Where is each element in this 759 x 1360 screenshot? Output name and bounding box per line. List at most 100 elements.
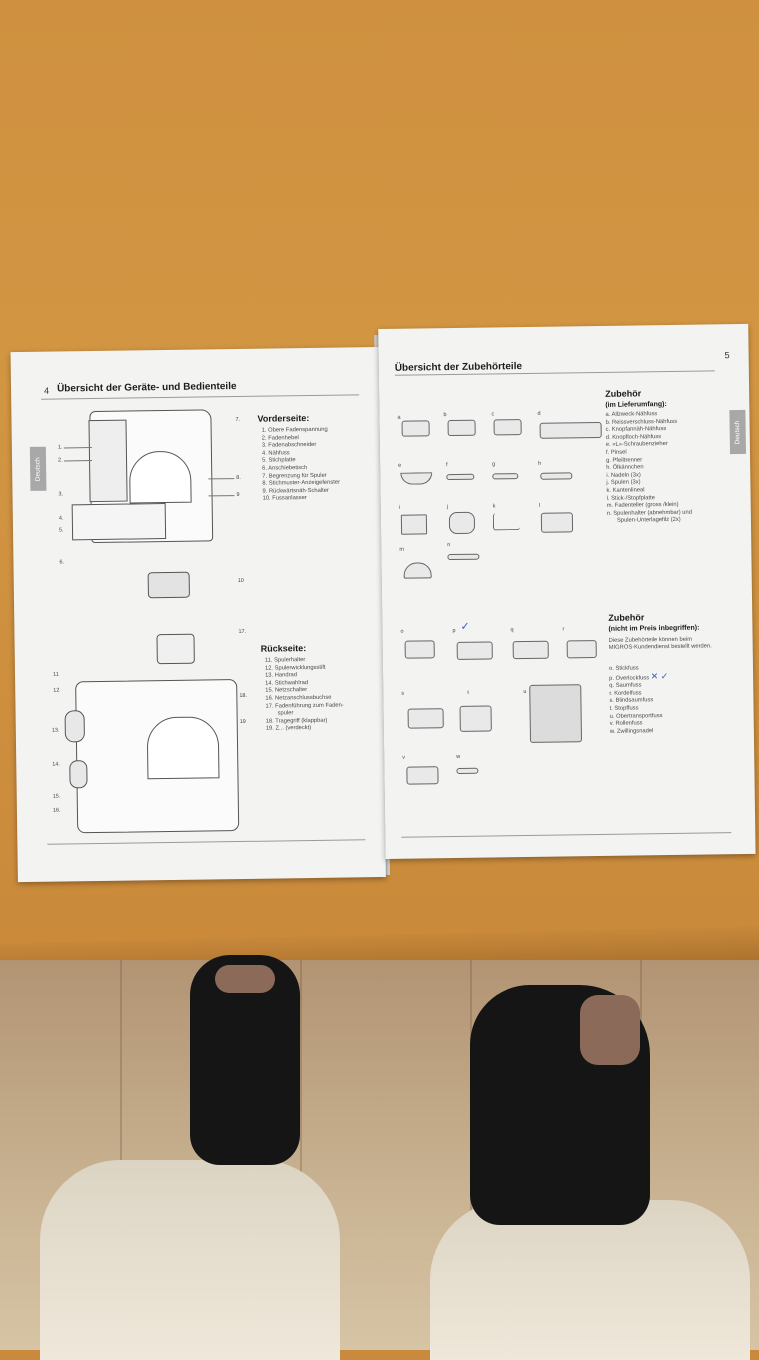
blind-hem-foot-icon (407, 708, 444, 729)
callout-2: 2. (57, 457, 63, 464)
language-tab-right: Deutsch (729, 409, 747, 455)
list-item: Spulen-Unterlagefilz (2x) (616, 517, 681, 525)
list-item: 19. Z... (verdeckt) (265, 725, 312, 732)
seam-ripper-icon (492, 473, 519, 480)
acc-letter-l: l (538, 502, 540, 509)
buttonhole-foot-icon (539, 421, 602, 439)
needles-icon (400, 514, 428, 535)
back-parts-list: 11. Spulerhalter 12. Spulerwicklungsstif… (265, 657, 344, 734)
acc-letter-b: b (443, 412, 447, 419)
right-footer-rule (401, 832, 732, 838)
left-leg (40, 1160, 340, 1360)
screwdriver-icon (400, 472, 433, 485)
left-toes (215, 965, 275, 993)
callout-12: 12 (53, 687, 60, 694)
leader-line (208, 478, 235, 480)
acc-letter-m: m (399, 546, 404, 553)
zipper-foot-icon (447, 419, 476, 437)
machine-base (71, 503, 167, 541)
list-item: w. Zwillingsnadel (609, 727, 654, 735)
callout-15: 15. (52, 793, 61, 800)
leader-line (63, 447, 92, 449)
darning-plate-icon (540, 512, 574, 533)
page-number-left: 4 (43, 385, 50, 396)
list-item: 1. Obere Fadenspannung (261, 426, 328, 434)
optional-heading: Zubehör (nicht im Preis inbegriffen): (608, 612, 700, 633)
front-heading: Vorderseite: (257, 413, 310, 424)
acc-letter-h: h (538, 460, 542, 467)
all-purpose-foot-icon (401, 420, 430, 437)
callout-1: 1. (57, 444, 63, 451)
sewing-machine-front-illustration (71, 409, 214, 544)
acc-letter-t: t (467, 689, 469, 696)
oil-can-icon (540, 472, 573, 480)
left-title-rule (41, 394, 360, 400)
twin-needle-icon (456, 767, 479, 774)
callout-5: 5. (58, 527, 64, 534)
acc-letter-i: i (398, 504, 401, 511)
list-item: 10. Fussanlasser (262, 495, 307, 503)
callout-17: 17. (238, 628, 247, 636)
right-page-title: Übersicht der Zubehörteile (394, 361, 523, 374)
sewing-machine-back-illustration (64, 679, 240, 834)
embroidery-foot-icon (404, 640, 435, 659)
callout-6: 6. (59, 559, 65, 566)
machine-head (88, 419, 128, 503)
hemming-foot-icon (512, 640, 549, 660)
acc-letter-o: o (400, 628, 404, 635)
front-parts-list: 1. Obere Fadenspannung 2. Fadenhebel 3. … (262, 427, 341, 504)
bobbins-icon (448, 511, 476, 535)
acc-letter-p: p (452, 627, 456, 635)
included-heading: Zubehör (im Lieferumfang): (605, 388, 667, 409)
callout-10: 10 (237, 577, 244, 585)
language-tab-left: Deutsch (29, 446, 47, 491)
acc-letter-n: n (447, 542, 451, 549)
leader-line (64, 460, 93, 462)
foot-pedal-illustration (147, 571, 190, 599)
callout-16: 16. (52, 807, 61, 814)
callout-18: 18. (239, 692, 248, 700)
optional-accessories-list: o. Stickfuss p. Overlockfuss ✕ ✓ q. Saum… (609, 665, 669, 736)
acc-letter-f: f (446, 462, 448, 469)
right-page: Übersicht der Zubehörteile 5 Deutsch a b… (378, 323, 756, 859)
acc-letter-a: a (397, 414, 401, 421)
callout-8: 8. (236, 474, 241, 482)
list-item: p. Overlockfuss ✕ ✓ (609, 670, 669, 682)
acc-letter-v: v (402, 754, 406, 761)
callout-4: 4. (58, 515, 64, 522)
acc-letter-j: j (446, 504, 448, 511)
manual-booklet: 4 Übersicht der Geräte- und Bedienteile … (10, 320, 756, 883)
machine-arm (128, 450, 192, 504)
optional-note: Diese Zubehörteile können beim MIGROS-Ku… (608, 636, 712, 652)
acc-letter-d: d (537, 410, 541, 417)
acc-letter-q: q (510, 627, 514, 634)
roller-foot-icon (406, 766, 439, 785)
brush-icon (446, 473, 475, 481)
handwritten-checkmark: ✓ (460, 620, 470, 633)
callout-9: 9 (236, 491, 240, 499)
list-item: 17. Fadenführung zum Faden- (265, 702, 344, 710)
cording-foot-icon (566, 640, 597, 659)
right-toes (580, 995, 640, 1065)
acc-letter-k: k (492, 503, 496, 510)
spool-pin-icon (447, 553, 480, 561)
callout-14: 14. (52, 761, 60, 768)
thread-guide-illustration (156, 633, 195, 665)
back-arm (146, 716, 220, 780)
page-number-right: 5 (724, 350, 730, 361)
walking-foot-icon (529, 684, 583, 743)
handwritten-mark: ✕ ✓ (650, 670, 669, 681)
acc-letter-w: w (456, 753, 461, 760)
callout-19: 19 (239, 718, 246, 726)
acc-letter-s: s (401, 690, 405, 697)
acc-letter-g: g (492, 461, 496, 468)
callout-11: 11 (52, 671, 59, 678)
back-heading: Rückseite: (260, 643, 307, 654)
callout-13: 13. (51, 727, 60, 734)
button-foot-icon (493, 419, 522, 436)
spool-cap-icon (403, 562, 432, 579)
left-page-title: Übersicht der Geräte- und Bedienteile (56, 381, 237, 395)
acc-letter-e: e (398, 462, 402, 469)
acc-letter-u: u (523, 689, 527, 696)
right-leg (430, 1200, 750, 1360)
